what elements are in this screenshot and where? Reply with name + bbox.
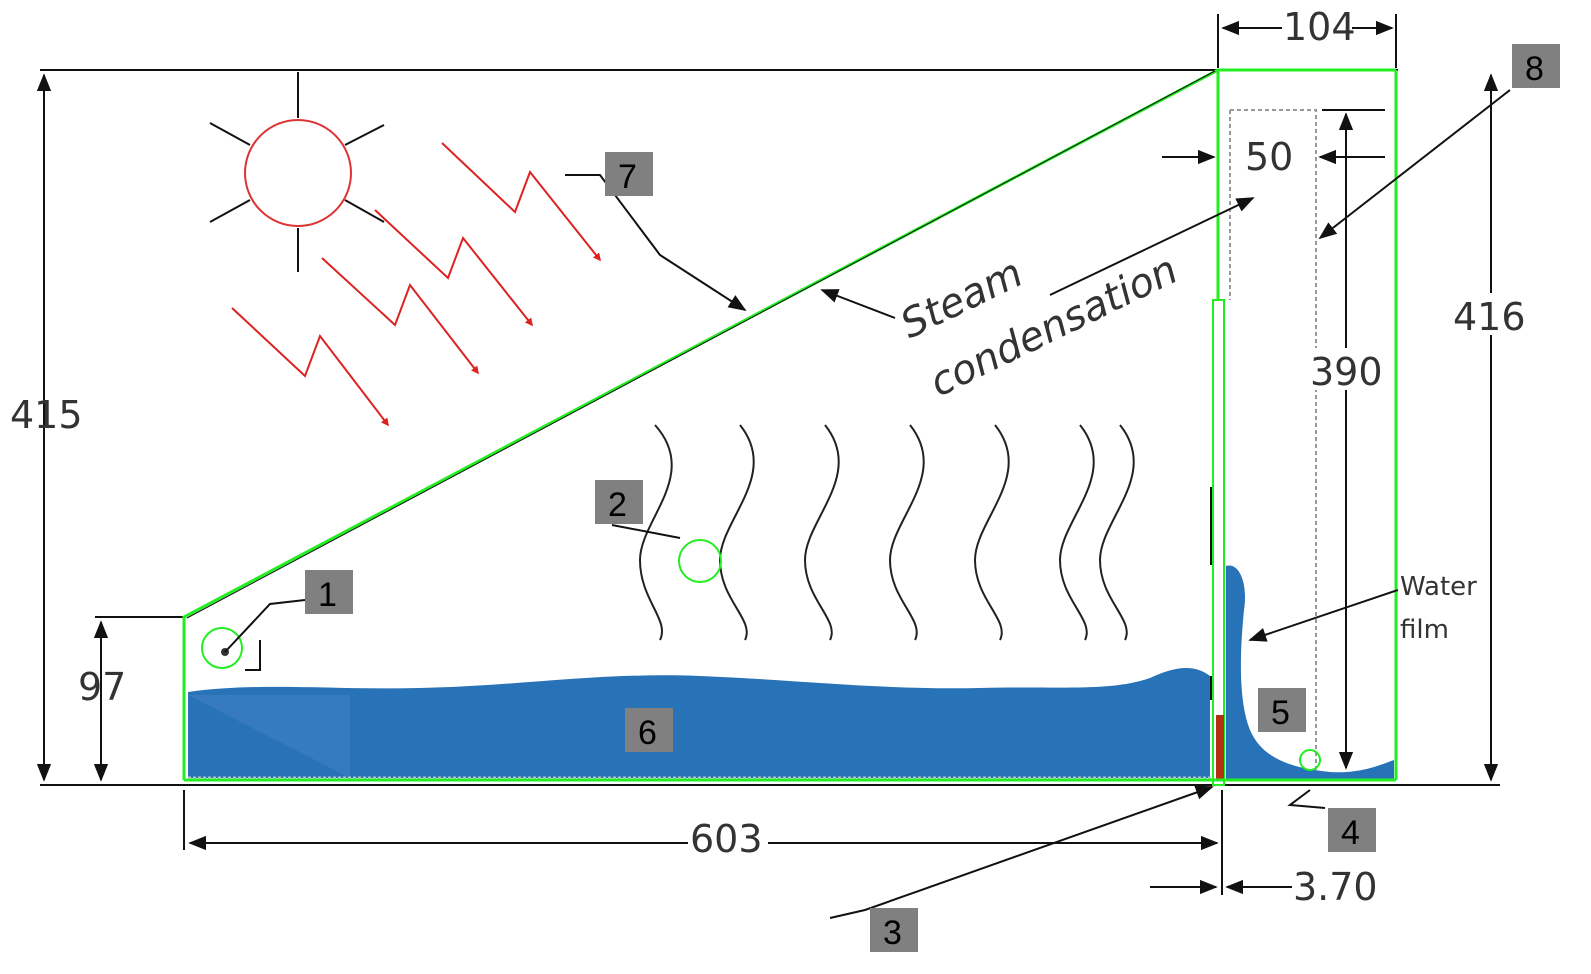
tag-4: 4	[1328, 808, 1376, 852]
sun-icon	[209, 72, 385, 272]
sensor-4	[1287, 749, 1326, 809]
dim-415: 415	[10, 393, 83, 437]
water-film	[1226, 565, 1394, 780]
tag-1: 1	[305, 570, 353, 614]
dim-104: 104	[1283, 5, 1356, 49]
sensor-2	[611, 524, 722, 583]
condensation-label: condensation	[923, 247, 1185, 406]
dim-390: 390	[1310, 350, 1383, 394]
tag-1-text: 1	[318, 576, 337, 614]
dim-416: 416	[1453, 295, 1526, 339]
tag-7: 7	[605, 152, 653, 196]
reference-lines	[40, 14, 1500, 895]
dim-603: 603	[690, 817, 763, 861]
tag-6-text: 6	[638, 714, 657, 752]
evaporation-waves	[638, 424, 1135, 641]
dim-3-70: 3.70	[1293, 865, 1378, 909]
tag-3: 3	[870, 908, 918, 952]
dim-97: 97	[78, 665, 126, 709]
tag-4-text: 4	[1341, 814, 1360, 852]
tag-5-text: 5	[1271, 694, 1290, 732]
water-film-label-line1: Water	[1400, 572, 1477, 602]
basin-water	[188, 667, 1212, 780]
water-film-label-line2: film	[1400, 615, 1449, 645]
tag-8: 8	[1512, 44, 1560, 88]
tag-8-text: 8	[1525, 50, 1544, 88]
tag-2-text: 2	[608, 486, 627, 524]
condenser-inner-boundary	[1229, 109, 1317, 770]
tag-5: 5	[1258, 688, 1306, 732]
tag-7-text: 7	[618, 158, 637, 196]
basin-water-highlight	[188, 695, 350, 778]
solar-radiation	[231, 142, 601, 427]
tag-6: 6	[625, 708, 673, 752]
still-outline	[182, 68, 1398, 782]
leader-lines	[565, 89, 1511, 919]
tag-2: 2	[595, 480, 643, 524]
partition-wall	[1210, 299, 1225, 786]
sensor-1	[201, 599, 306, 671]
dim-50: 50	[1245, 135, 1293, 179]
tag-3-text: 3	[883, 914, 902, 952]
basin-water-body	[188, 667, 1210, 778]
